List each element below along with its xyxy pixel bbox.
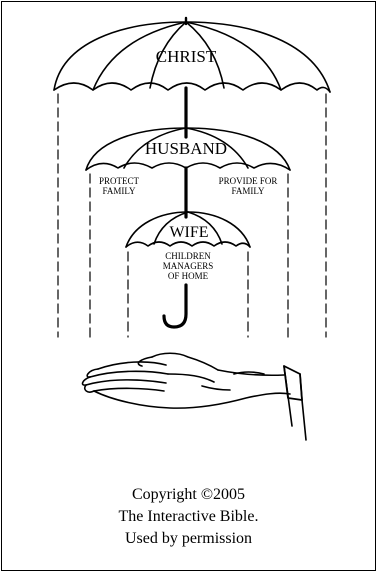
christ-label: CHRIST xyxy=(156,47,217,66)
children-note-line2: MANAGERS xyxy=(163,261,214,271)
provide-family-line2: FAMILY xyxy=(232,186,265,196)
protect-family-line1: PROTECT xyxy=(99,176,140,186)
open-hand-illustration xyxy=(83,353,306,440)
umbrella-hierarchy-diagram: CHRIST HUSBAND PROTECT FAMILY PROVIDE FO… xyxy=(2,2,375,442)
copyright-credit: Copyright ©2005 The Interactive Bible. U… xyxy=(2,484,375,550)
children-note-line1: CHILDREN xyxy=(165,251,211,261)
umbrella-handle xyxy=(164,285,186,327)
husband-label: HUSBAND xyxy=(145,139,227,158)
protect-family-line2: FAMILY xyxy=(103,186,136,196)
provide-family-line1: PROVIDE FOR xyxy=(219,176,278,186)
children-note-line3: OF HOME xyxy=(168,271,209,281)
credit-line-3: Used by permission xyxy=(2,528,375,550)
wife-label: WIFE xyxy=(169,224,208,241)
credit-line-2: The Interactive Bible. xyxy=(2,506,375,528)
credit-line-1: Copyright ©2005 xyxy=(2,484,375,506)
